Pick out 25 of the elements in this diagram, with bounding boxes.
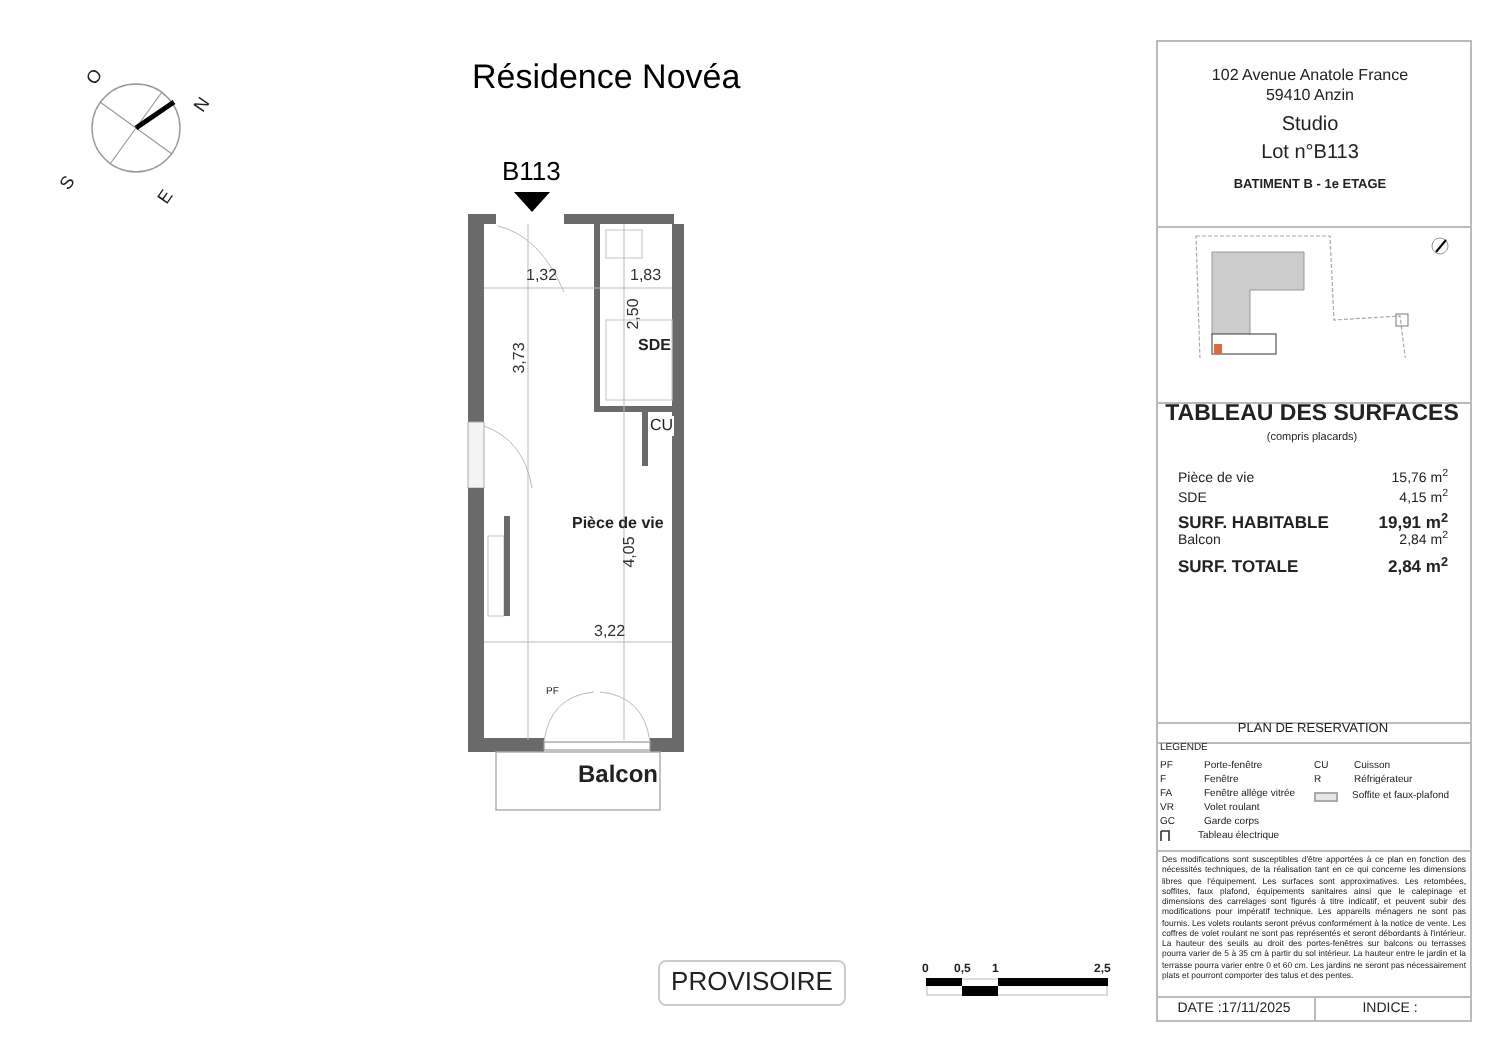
dimension-label: 3,22 bbox=[594, 622, 626, 642]
room-label: Pièce de vie bbox=[572, 514, 664, 534]
room-label: SDE bbox=[638, 336, 671, 356]
address-line: 102 Avenue Anatole France bbox=[1209, 66, 1411, 86]
compass-letter: E bbox=[153, 185, 179, 209]
status-stamp: PROVISOIRE bbox=[658, 960, 846, 1006]
dimension-label: 1,32 bbox=[526, 266, 558, 286]
compass-letter: O bbox=[81, 65, 109, 90]
compass-letter: S bbox=[55, 171, 81, 195]
dimension-label: 4,05 bbox=[619, 536, 640, 568]
room-label: Balcon bbox=[578, 760, 659, 790]
surface-name: SURF. TOTALE bbox=[1178, 556, 1299, 578]
table-title: TABLEAU DES SURFACES bbox=[1163, 400, 1461, 429]
dimension-label: 3,73 bbox=[509, 342, 530, 374]
room-label: CU bbox=[650, 416, 674, 436]
lot-number: Lot n°B113 bbox=[1259, 142, 1361, 167]
unit-type: Studio bbox=[1279, 114, 1341, 139]
dimension-label: 2,50 bbox=[623, 298, 644, 330]
surface-name: SURF. HABITABLE bbox=[1178, 512, 1329, 534]
surface-value: 2,84 m$^{2}$ bbox=[1385, 556, 1448, 578]
title: Résidence Novéa bbox=[472, 56, 741, 100]
compass-letter: N bbox=[189, 93, 216, 118]
lot-marker-label: B113 bbox=[502, 156, 561, 189]
dimension-label: 1,83 bbox=[630, 266, 662, 286]
address-line: 59410 Anzin bbox=[1263, 86, 1357, 106]
